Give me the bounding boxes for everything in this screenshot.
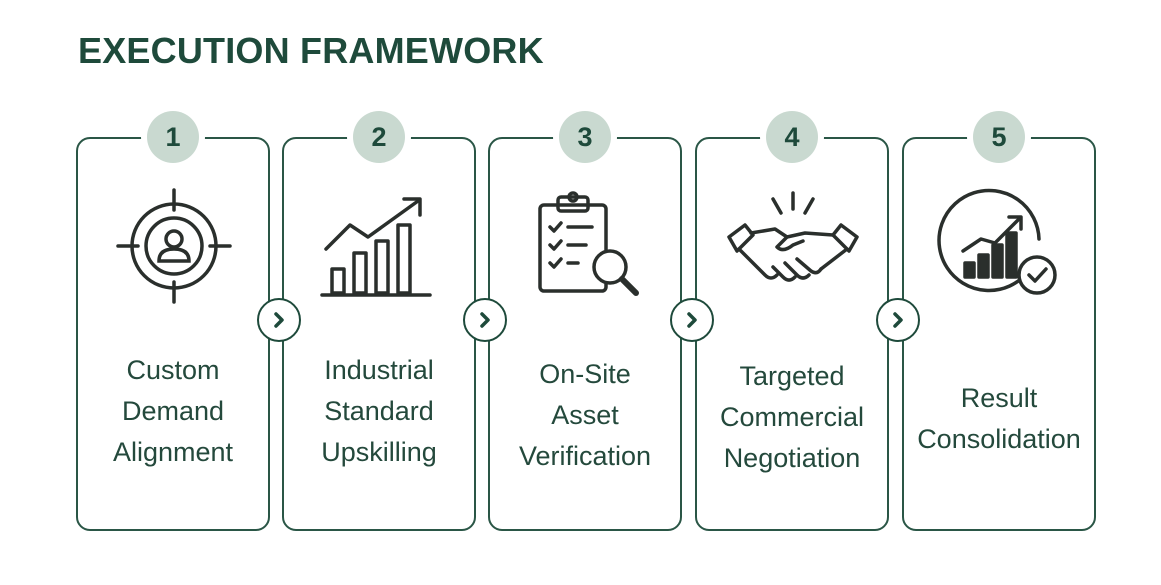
chevron-right-icon [463,298,507,342]
step-number-badge: 3 [559,111,611,163]
chevron-right-icon [670,298,714,342]
growth-check-icon [925,186,1075,306]
page-title: EXECUTION FRAMEWORK [78,30,544,71]
step-label: Industrial Standard Upskilling [321,355,437,467]
handshake-icon [718,186,868,306]
step-number-badge: 2 [353,111,405,163]
clipboard-magnifier-icon [511,186,661,306]
step-number-badge: 4 [766,111,818,163]
step-label: Targeted Commercial Negotiation [719,361,865,473]
step-card-2 [282,137,476,531]
step-number-badge: 5 [973,111,1025,163]
step-label: On-Site Asset Verification [518,359,652,471]
bar-chart-growth-icon [305,186,455,306]
step-label: Result Consolidation [917,383,1081,454]
chevron-right-icon [876,298,920,342]
chevron-right-icon [257,298,301,342]
step-number-badge: 1 [147,111,199,163]
target-person-icon [99,186,249,306]
step-label: Custom Demand Alignment [112,355,234,467]
step-card-3 [488,137,682,531]
